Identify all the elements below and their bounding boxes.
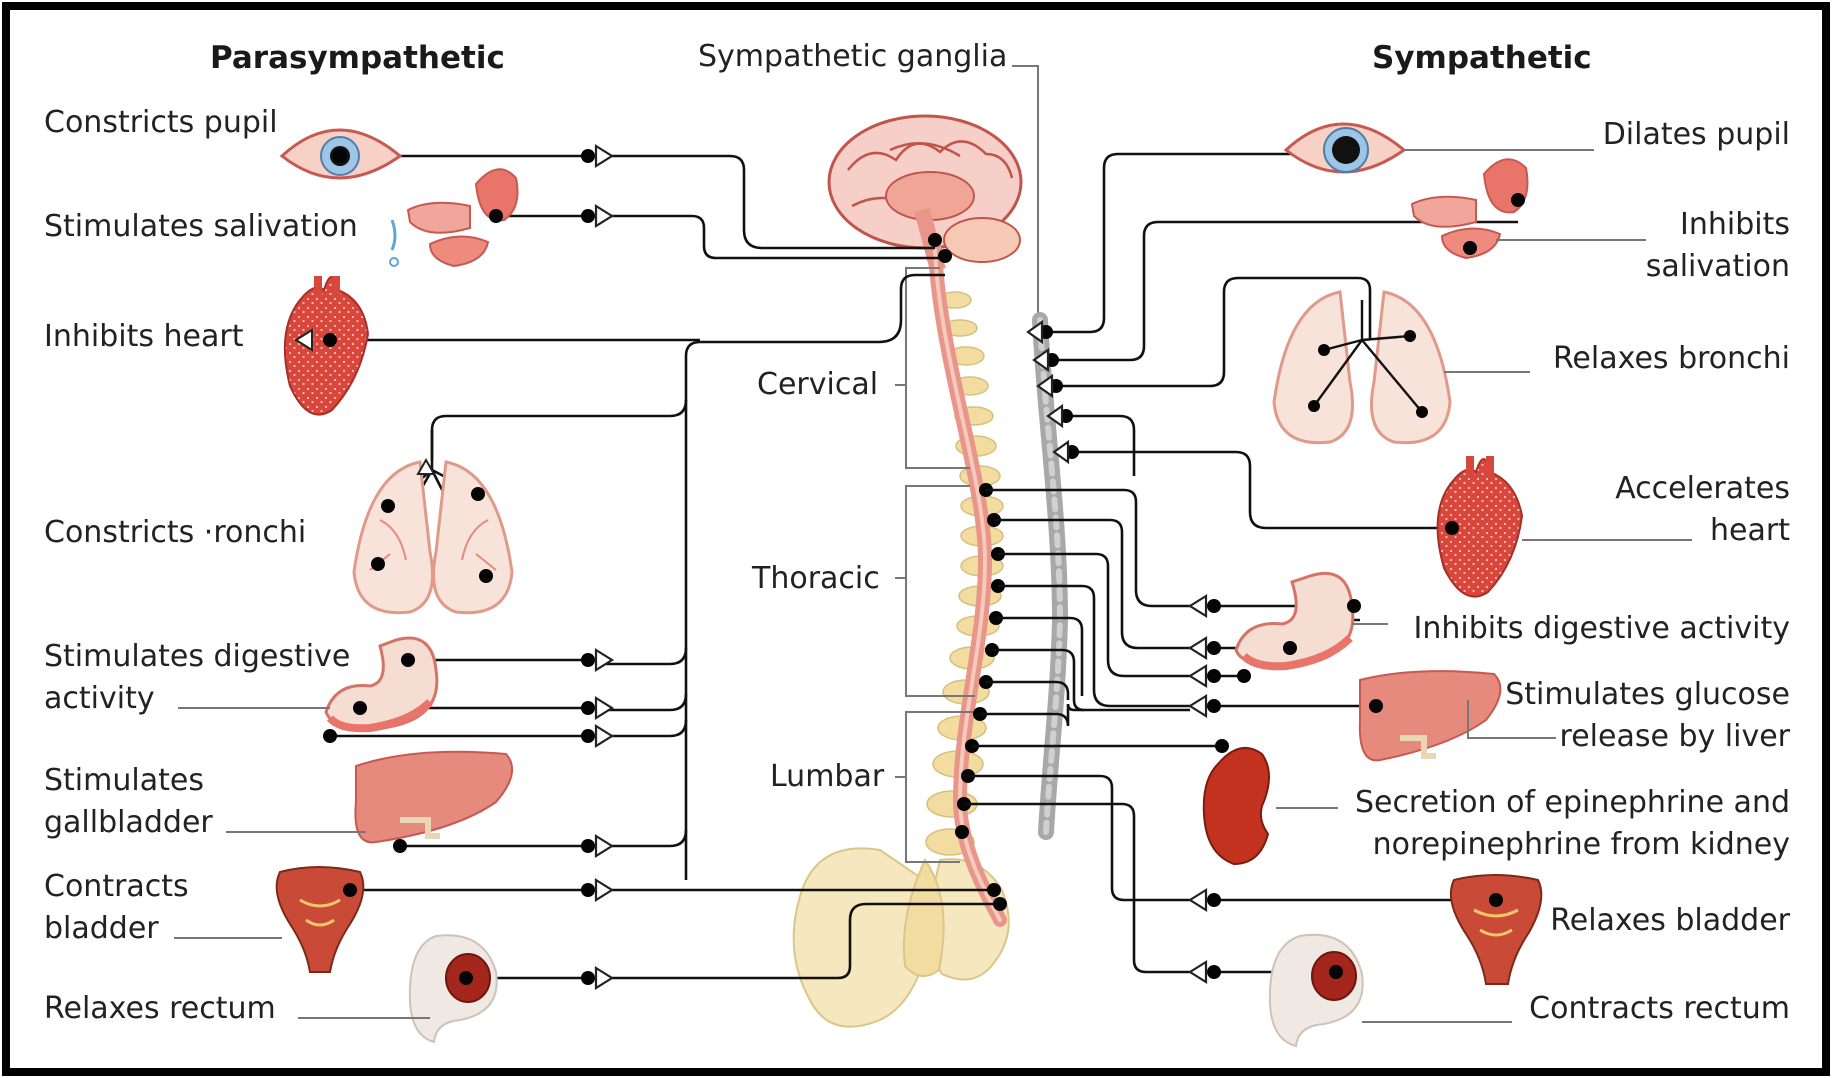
parasympathetic-heading: Parasympathetic: [210, 40, 505, 76]
label-bladder: bladder: [44, 911, 159, 946]
label-contracts: Contracts: [44, 869, 189, 904]
label-constricts-pupil: Constricts pupil: [44, 105, 278, 140]
label-heart: heart: [1710, 513, 1790, 548]
label-stimulates: Stimulates: [44, 763, 204, 798]
label-release-by-liver: release by liver: [1560, 719, 1791, 754]
sympathetic-ganglia-label: Sympathetic ganglia: [698, 39, 1007, 74]
label-inhibits-heart: Inhibits heart: [44, 319, 244, 354]
label-norepinephrine-from-kidney: norepinephrine from kidney: [1373, 827, 1790, 862]
label-gallbladder: gallbladder: [44, 805, 213, 840]
lumbar-label: Lumbar: [770, 759, 885, 794]
label-inhibits: Inhibits: [1680, 207, 1790, 242]
label-stimulates-glucose: Stimulates glucose: [1505, 677, 1790, 712]
label-secretion-of-epinephrine: Secretion of epinephrine and: [1355, 785, 1790, 820]
label-relaxes-rectum: Relaxes rectum: [44, 991, 276, 1026]
cervical-label: Cervical: [757, 367, 878, 402]
label-stimulates-salivation: Stimulates salivation: [44, 209, 358, 244]
label-constricts-bronchi: Constricts ·ronchi: [44, 515, 306, 550]
label-salivation: salivation: [1646, 249, 1790, 284]
thoracic-label: Thoracic: [751, 561, 880, 596]
label-inhibits-digestive-activity: Inhibits digestive activity: [1414, 611, 1790, 646]
label-relaxes-bladder: Relaxes bladder: [1550, 903, 1790, 938]
label-dilates-pupil: Dilates pupil: [1603, 117, 1790, 152]
label-stimulates-digestive: Stimulates digestive: [44, 639, 350, 674]
label-accelerates: Accelerates: [1615, 471, 1790, 506]
label-digestive-activity: activity: [44, 681, 155, 716]
label-contracts-rectum: Contracts rectum: [1529, 991, 1790, 1026]
label-relaxes-bronchi: Relaxes bronchi: [1553, 341, 1790, 376]
sympathetic-heading: Sympathetic: [1372, 40, 1592, 76]
